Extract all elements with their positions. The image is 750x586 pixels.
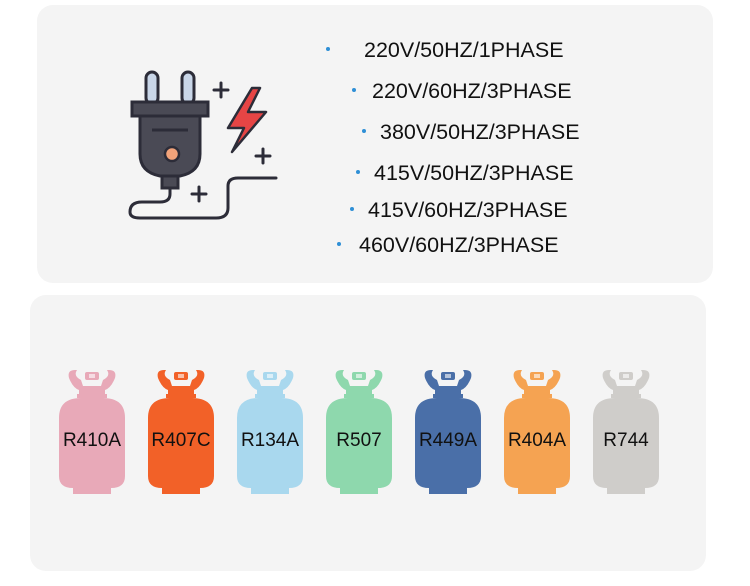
- refrigerant-tank: R134A: [229, 366, 311, 498]
- refrigerant-cylinder-icon: [59, 370, 125, 494]
- refrigerant-tank: R410A: [51, 366, 133, 498]
- voltage-item: 415V/60HZ/3PHASE: [350, 198, 568, 222]
- voltage-item: 415V/50HZ/3PHASE: [356, 161, 574, 185]
- refrigerant-label: R744: [603, 430, 649, 451]
- bullet-icon: [337, 242, 341, 247]
- refrigerant-cylinder-icon: [237, 370, 303, 494]
- voltage-label: 380V/50HZ/3PHASE: [379, 120, 580, 144]
- refrigerant-cylinder-icon: [326, 370, 392, 494]
- refrigerant-tank: R449A: [407, 366, 489, 498]
- bullet-icon: [326, 47, 330, 52]
- refrigerant-label: R134A: [240, 430, 300, 451]
- bullet-icon: [362, 129, 366, 134]
- bullet-icon: [350, 207, 354, 212]
- refrigerant-cylinder-icon: [415, 370, 481, 494]
- refrigerant-tank: R407C: [140, 366, 222, 498]
- voltage-label: 460V/60HZ/3PHASE: [358, 233, 559, 257]
- voltage-item: 220V/60HZ/3PHASE: [352, 79, 572, 103]
- voltage-label: 415V/60HZ/3PHASE: [367, 198, 568, 222]
- electric-plug-icon: [120, 68, 290, 228]
- voltage-item: 220V/50HZ/1PHASE: [326, 38, 564, 62]
- refrigerant-tank: R744: [585, 366, 667, 498]
- refrigerant-label: R449A: [418, 430, 478, 451]
- voltage-item: 460V/60HZ/3PHASE: [337, 233, 559, 257]
- voltage-label: 220V/60HZ/3PHASE: [371, 79, 572, 103]
- refrigerant-label: R407C: [151, 430, 211, 451]
- refrigerant-cylinder-icon: [593, 370, 659, 494]
- refrigerant-tank: R507: [318, 366, 400, 498]
- voltage-item: 380V/50HZ/3PHASE: [362, 120, 580, 144]
- refrigerant-label: R404A: [507, 430, 567, 451]
- refrigerant-tank: R404A: [496, 366, 578, 498]
- voltage-label: 220V/50HZ/1PHASE: [363, 38, 564, 62]
- refrigerant-label: R410A: [62, 430, 122, 451]
- bullet-icon: [352, 88, 356, 93]
- refrigerant-cylinder-icon: [504, 370, 570, 494]
- bullet-icon: [356, 170, 360, 175]
- refrigerant-cylinder-icon: [148, 370, 214, 494]
- voltage-label: 415V/50HZ/3PHASE: [373, 161, 574, 185]
- refrigerant-label: R507: [336, 430, 382, 451]
